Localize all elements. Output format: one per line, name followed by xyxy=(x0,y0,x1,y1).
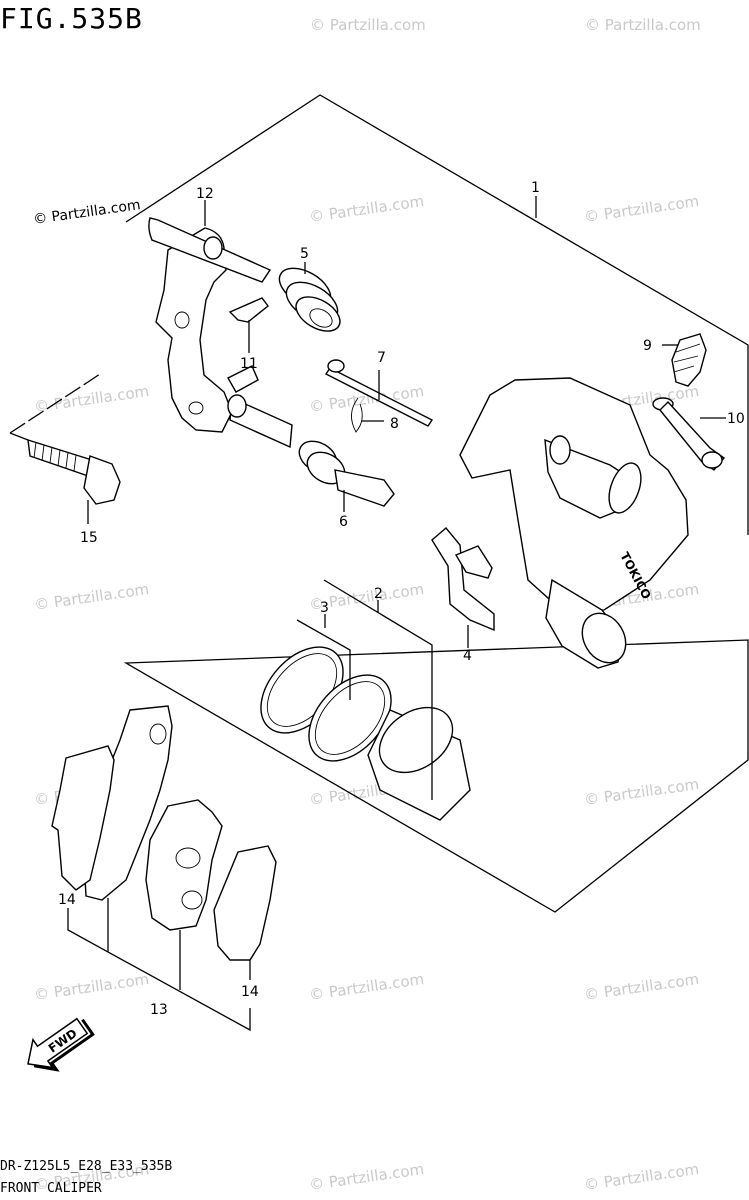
callout-8: 8 xyxy=(390,416,399,432)
watermark: © Partzilla.com xyxy=(308,970,425,1004)
figure-title: FIG.535B xyxy=(0,2,143,35)
pin-boot[interactable] xyxy=(294,435,395,507)
watermark: © Partzilla.com xyxy=(308,1160,425,1194)
callout-4: 4 xyxy=(463,648,472,664)
callout-13: 13 xyxy=(150,1002,168,1018)
watermark: © Partzilla.com xyxy=(310,16,426,34)
callout-15: 15 xyxy=(80,530,98,546)
watermark: © Partzilla.com xyxy=(33,382,150,416)
callout-9: 9 xyxy=(643,338,652,354)
pin-clip[interactable] xyxy=(351,397,363,433)
brake-pad-set[interactable] xyxy=(51,705,277,961)
watermark: © Partzilla.com xyxy=(33,580,150,614)
callout-6: 6 xyxy=(339,514,348,530)
callout-5: 5 xyxy=(300,246,309,262)
callout-11: 11 xyxy=(240,356,258,372)
watermark: © Partzilla.com xyxy=(583,775,700,809)
watermark: © Partzilla.com xyxy=(308,192,425,226)
pad-spring-upper[interactable] xyxy=(228,297,269,323)
boot[interactable] xyxy=(273,260,346,338)
dust-seal[interactable] xyxy=(293,659,407,776)
watermark: © Partzilla.com xyxy=(585,16,701,34)
watermark: © Partzilla.com xyxy=(583,1160,700,1194)
pad-spring[interactable] xyxy=(431,527,495,632)
bleeder-valve[interactable] xyxy=(671,333,707,387)
watermark: © Partzilla.com xyxy=(33,970,150,1004)
callout-14: 14 xyxy=(58,892,76,908)
callout-labels: 1 2 3 4 5 6 7 8 9 10 11 12 13 14 14 15 xyxy=(58,180,745,1018)
pad-spring-lower[interactable] xyxy=(227,365,259,393)
footer-model-code: DR-Z125L5_E28_E33_535B xyxy=(0,1159,172,1174)
callout-14: 14 xyxy=(241,984,259,1000)
piston[interactable] xyxy=(367,694,471,821)
callout-1: 1 xyxy=(531,180,540,196)
callout-10: 10 xyxy=(727,411,745,427)
mounting-bolt[interactable] xyxy=(27,439,121,505)
watermark: © Partzilla.com xyxy=(32,197,141,228)
bleeder-cap[interactable] xyxy=(652,397,726,471)
callout-3: 3 xyxy=(320,600,329,616)
callout-7: 7 xyxy=(377,350,386,366)
caliper-bracket[interactable] xyxy=(148,217,293,449)
callout-2: 2 xyxy=(374,586,383,602)
watermark: © Partzilla.com xyxy=(583,192,700,226)
forward-direction-arrow: FWD xyxy=(27,1017,95,1072)
watermark: © Partzilla.com xyxy=(583,970,700,1004)
footer-section-name: FRONT CALIPER xyxy=(0,1181,102,1196)
callout-12: 12 xyxy=(196,186,214,202)
leader-lines xyxy=(9,196,726,1032)
